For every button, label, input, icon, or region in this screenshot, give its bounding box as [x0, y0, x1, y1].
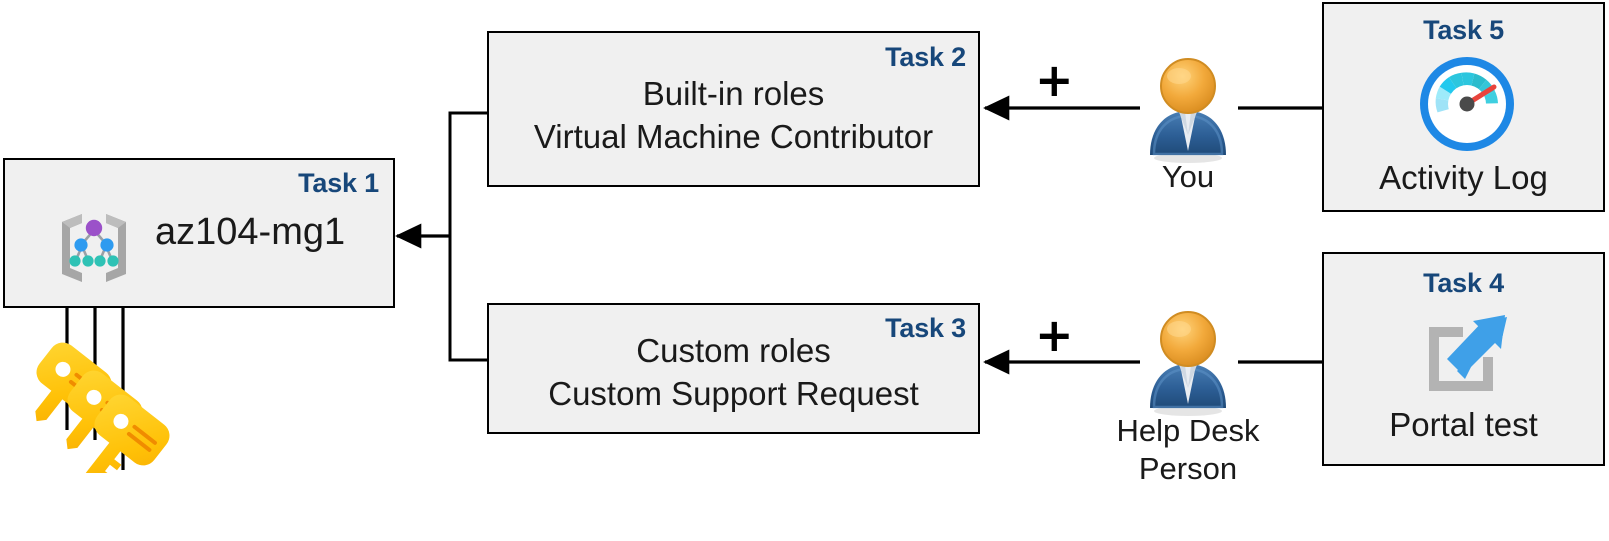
- task5-label: Activity Log: [1379, 159, 1548, 196]
- task1-tag: Task 1: [298, 168, 379, 198]
- plus-top: +: [1035, 53, 1074, 107]
- helpdesk-user-icon: [1138, 308, 1238, 418]
- task5-box[interactable]: Task 5 Activity Log: [1322, 2, 1605, 212]
- task5-tag: Task 5: [1423, 15, 1504, 45]
- gauge-icon: [1417, 54, 1517, 154]
- bracket-connector: [448, 111, 487, 362]
- task3-line1: Custom roles: [636, 332, 831, 369]
- task3-box[interactable]: Task 3 Custom roles Custom Support Reque…: [487, 303, 980, 434]
- you-user-icon: [1138, 55, 1238, 165]
- plus-bottom: +: [1035, 308, 1074, 362]
- task2-line1: Built-in roles: [642, 75, 825, 112]
- management-group-icon: [50, 202, 138, 290]
- task2-tag: Task 2: [885, 42, 966, 72]
- task2-line2: Virtual Machine Contributor: [533, 118, 934, 155]
- task1-box[interactable]: Task 1 az104-mg1: [3, 158, 395, 308]
- task4-label: Portal test: [1389, 406, 1538, 443]
- task3-line2: Custom Support Request: [548, 375, 919, 412]
- task4-tag: Task 4: [1423, 268, 1504, 298]
- task3-tag: Task 3: [885, 313, 966, 343]
- task2-box[interactable]: Task 2 Built-in roles Virtual Machine Co…: [487, 31, 980, 187]
- task1-label: az104-mg1: [155, 211, 346, 253]
- task4-box[interactable]: Task 4 Portal test: [1322, 252, 1605, 466]
- keys-icon: [32, 338, 177, 485]
- external-link-icon: [1419, 309, 1514, 399]
- you-label: You: [1161, 159, 1215, 194]
- helpdesk-label: Help Desk Person: [1116, 413, 1260, 486]
